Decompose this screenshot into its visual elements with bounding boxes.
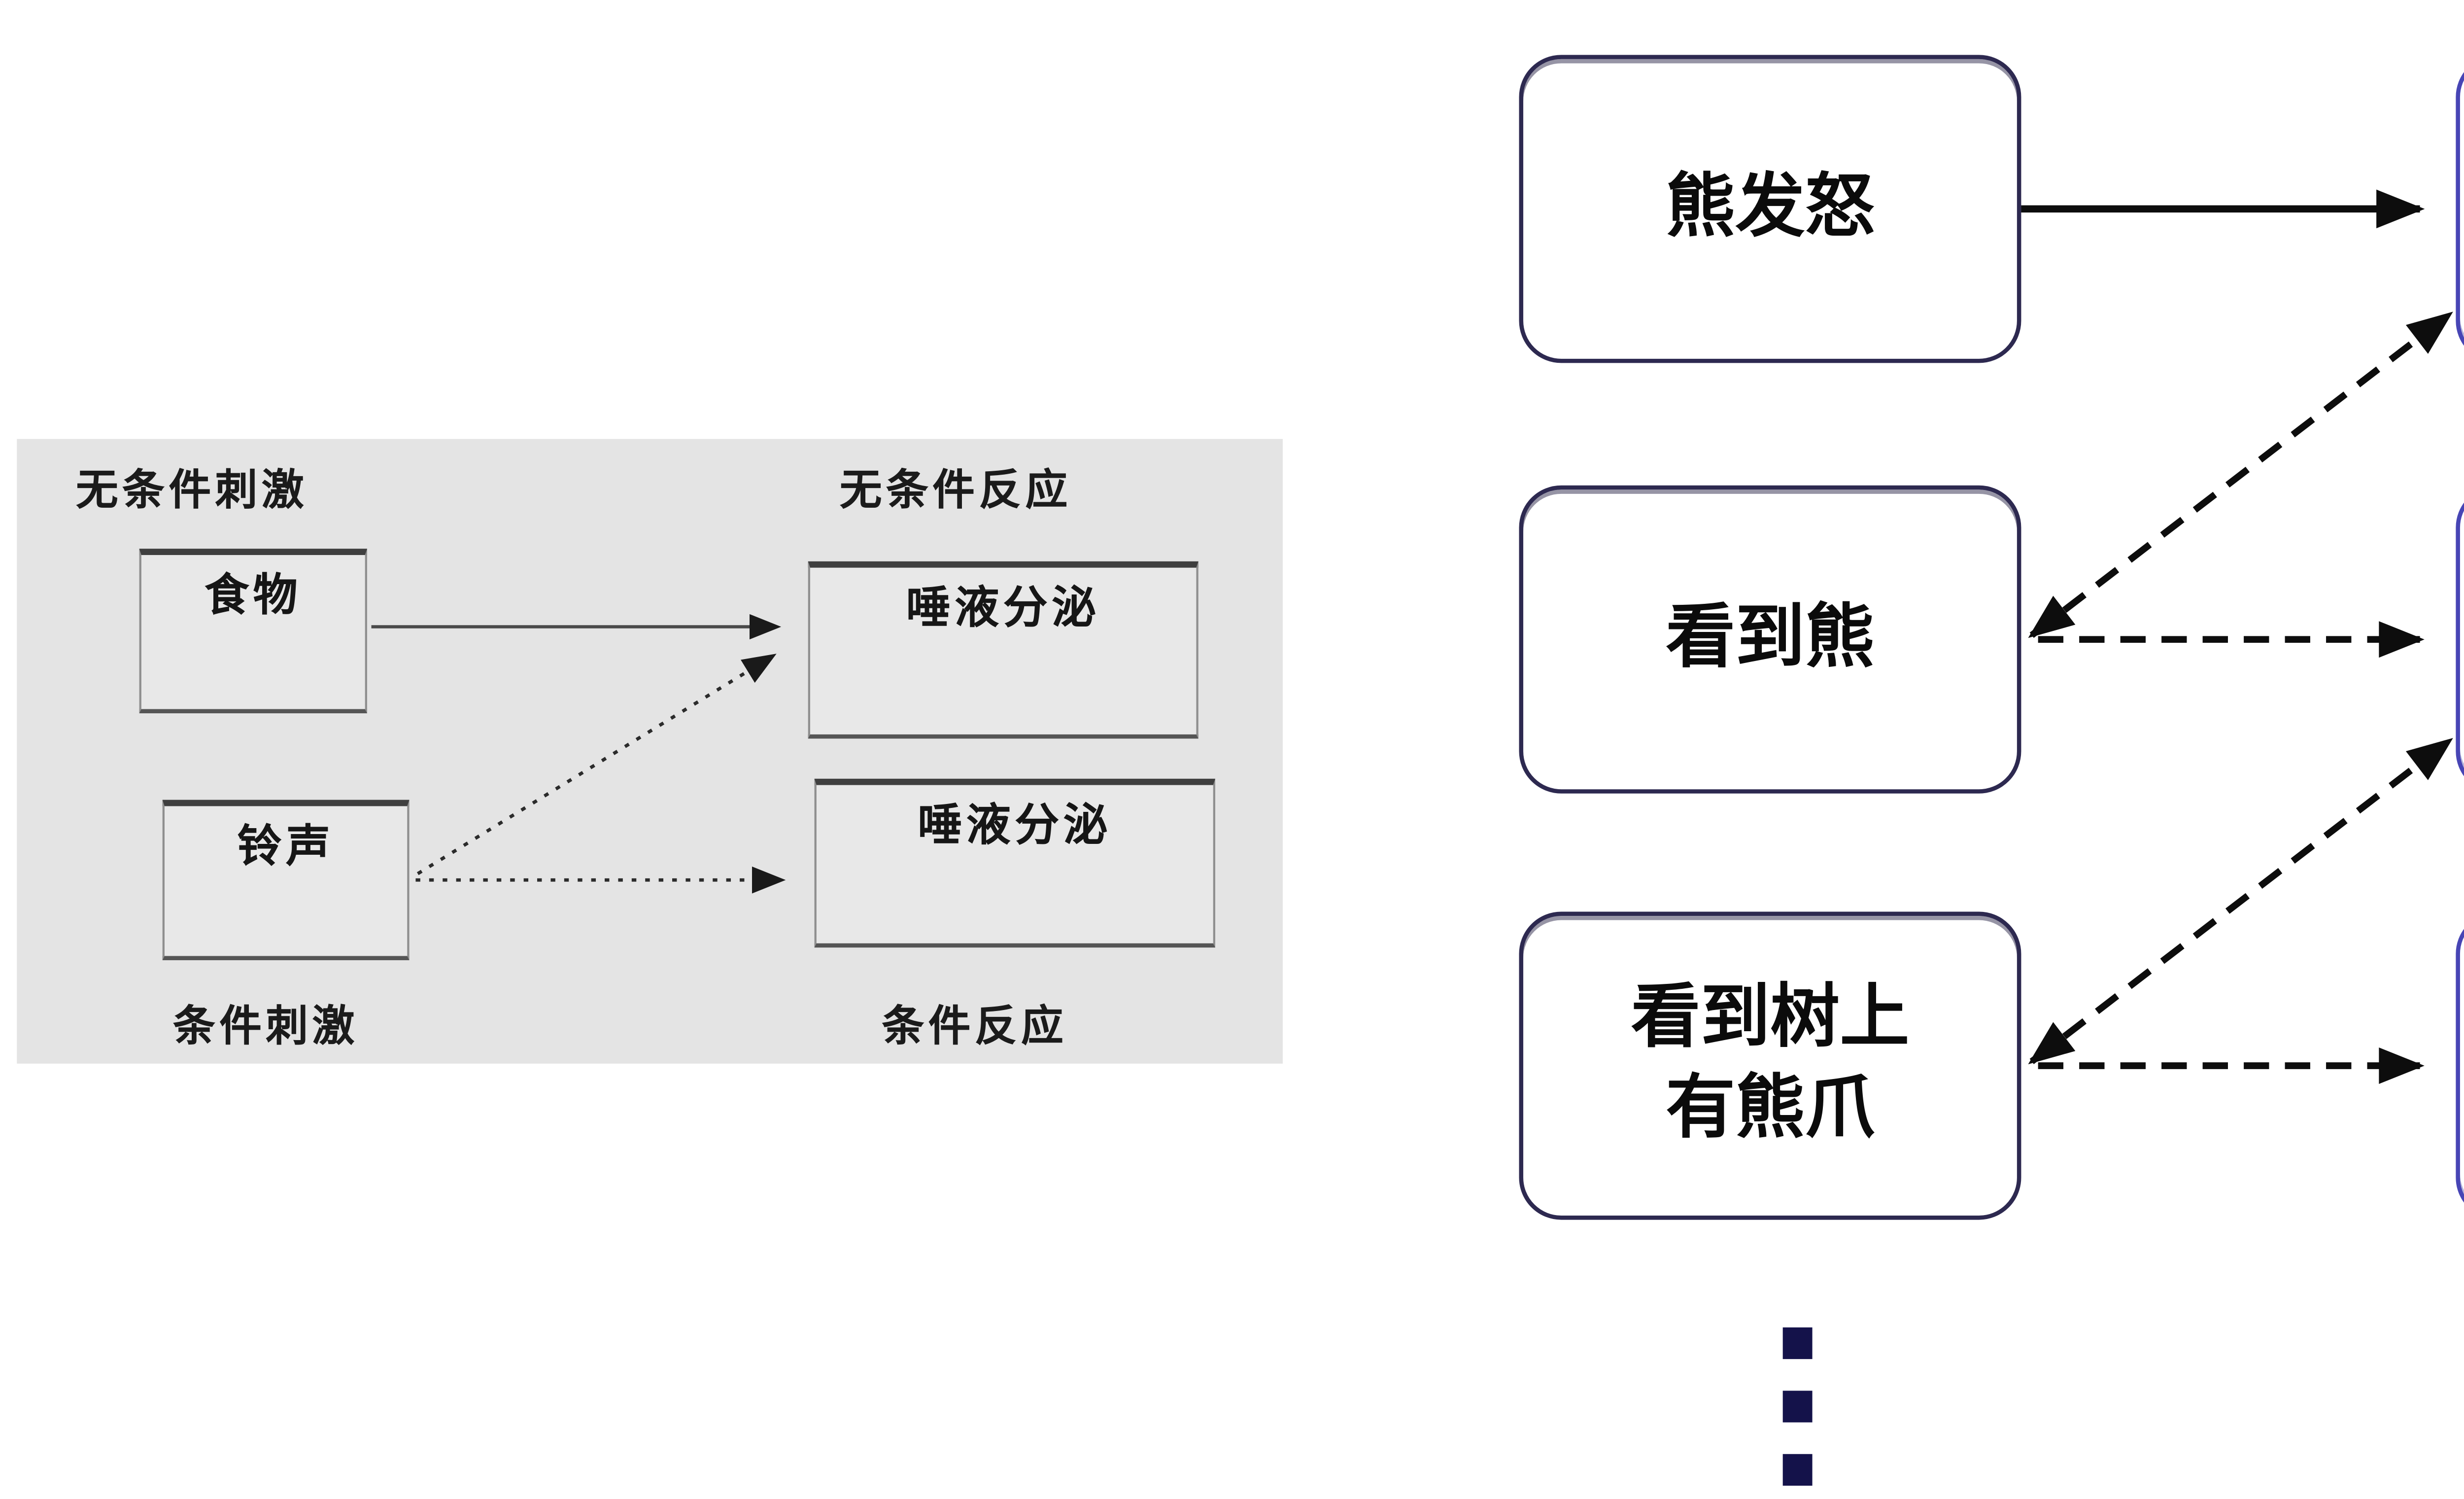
box-see-claw-marks: 看到树上 有熊爪 [1519,911,2021,1220]
box-see-claw-marks-label: 看到树上 有熊爪 [1631,981,1910,1148]
box-value-s-prime: V(s′) [2456,485,2464,794]
arrow-see-bear-to-reward-dashed [2028,312,2453,638]
box-salivation-unconditioned: 唾液分泌 [808,561,1198,739]
box-food: 食物 [139,549,367,714]
box-bear-angry-label: 熊发怒 [1666,170,1875,246]
classical-conditioning-panel: 无条件刺激 无条件反应 条件刺激 条件反应 食物 唾液分泌 铃声 唾液分泌 [17,439,1283,1064]
box-value-s: V(s) [2456,911,2464,1220]
label-conditioned-stimulus: 条件刺激 [173,1004,359,1051]
box-see-bear: 看到熊 [1519,485,2021,794]
label-unconditioned-stimulus: 无条件刺激 [76,468,308,515]
box-bear-angry: 熊发怒 [1519,55,2021,363]
arrow-claw-marks-to-vsprime-dashed [2028,738,2453,1065]
box-salivation-conditioned: 唾液分泌 [814,778,1215,948]
label-conditioned-response: 条件反应 [882,1004,1068,1051]
label-unconditioned-response: 无条件反应 [839,468,1072,515]
box-reward: 奖励 [2456,55,2464,363]
box-bell: 铃声 [162,800,410,960]
box-see-bear-label: 看到熊 [1666,600,1875,677]
